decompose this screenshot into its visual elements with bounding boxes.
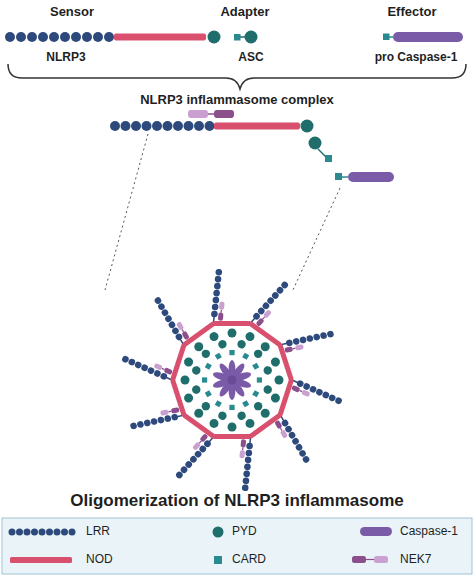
figure-caption: Oligomerization of NLRP3 inflammasome — [70, 491, 403, 511]
nlrp3-protein — [5, 31, 221, 44]
legend-text: CARD — [232, 553, 266, 567]
legend-box — [2, 518, 472, 574]
bracket — [8, 64, 466, 89]
asc-protein — [234, 31, 258, 44]
legend-text: LRR — [86, 525, 110, 539]
group-heading: Adapter — [220, 5, 269, 20]
group-heading: Effector — [387, 5, 436, 20]
legend-symbols — [9, 527, 393, 565]
legend-text: Caspase-1 — [400, 525, 458, 539]
group-heading: Sensor — [50, 5, 94, 20]
protein-name: ASC — [238, 51, 263, 65]
protein-name: pro Caspase-1 — [375, 51, 458, 65]
oligomer — [121, 265, 343, 495]
legend-text: PYD — [232, 525, 257, 539]
procaspase-protein — [383, 32, 463, 42]
inflammasome-complex — [110, 110, 394, 182]
complex-heading: NLRP3 inflammasome complex — [140, 93, 334, 108]
protein-name: NLRP3 — [46, 51, 85, 65]
legend-text: NEK7 — [400, 553, 431, 567]
zoom-lines — [105, 134, 340, 292]
legend-text: NOD — [86, 553, 113, 567]
